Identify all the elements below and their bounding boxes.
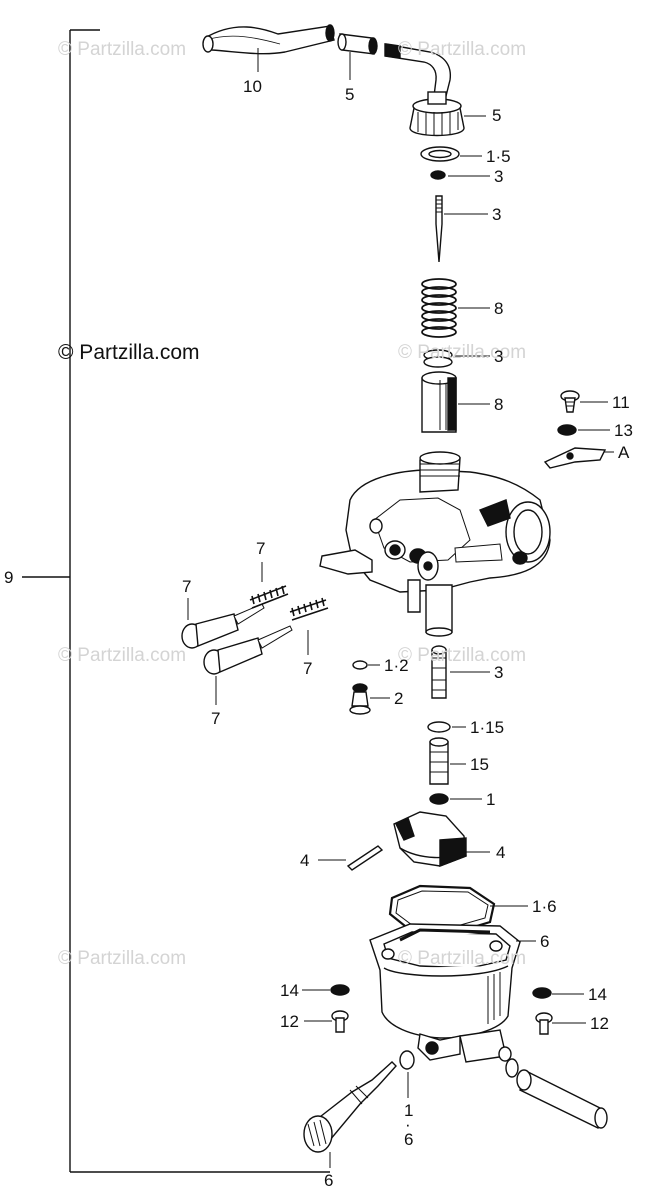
- watermark: © Partzilla.com: [398, 342, 527, 363]
- callout-6-drain-oring: 6: [404, 1130, 414, 1149]
- throttle-slide: [421, 371, 457, 433]
- callout-1-oring: 1: [486, 790, 496, 809]
- callout-2: 2: [394, 689, 404, 708]
- callout-4-float: 4: [496, 843, 506, 862]
- callout-1-5: 1·5: [486, 147, 511, 166]
- leader-lines: [187, 48, 614, 1168]
- watermark-main: © Partzilla.com: [58, 341, 200, 364]
- pilot-jet: [349, 683, 371, 715]
- callout-1-2: 1·2: [384, 656, 409, 675]
- callout-3-clip: 3: [494, 167, 504, 186]
- callout-15: 15: [470, 755, 489, 774]
- bowl-screw-right: [535, 1012, 553, 1035]
- bowl-screw-left: [331, 1010, 349, 1033]
- float-pin: [346, 845, 384, 871]
- callout-7-spring-top: 7: [256, 539, 266, 558]
- watermark: © Partzilla.com: [398, 39, 527, 60]
- callout-7-screw-bottom: 7: [211, 709, 221, 728]
- callout-1-15: 1·15: [470, 718, 505, 737]
- cable-clip-A: [543, 447, 607, 469]
- callout-A: A: [618, 443, 630, 462]
- callout-6-bowl: 6: [540, 932, 550, 951]
- callout-6-drain: 6: [324, 1171, 334, 1190]
- callout-13: 13: [614, 421, 633, 440]
- watermark: © Partzilla.com: [398, 645, 527, 666]
- needle-clip: [430, 170, 446, 180]
- callout-1-6: 1·6: [532, 897, 557, 916]
- watermark: © Partzilla.com: [58, 39, 187, 60]
- pilot-screw-spring-upper: [249, 585, 289, 609]
- main-jet: [429, 737, 449, 785]
- callout-12-right: 12: [590, 1014, 609, 1033]
- callout-8-spring: 8: [494, 299, 504, 318]
- jet-needle: [435, 195, 443, 263]
- callout-11: 11: [612, 393, 630, 412]
- callout-3-jet-holder: 3: [494, 663, 504, 682]
- clip-screw: [560, 390, 580, 413]
- watermark: © Partzilla.com: [58, 948, 187, 969]
- cap-gasket: [420, 146, 460, 162]
- hose-collar: [337, 33, 378, 55]
- needle-jet-holder: [431, 645, 447, 699]
- callout-12-left: 12: [280, 1012, 299, 1031]
- callout-10: 10: [243, 77, 262, 96]
- callout-14-left: 14: [280, 981, 299, 1000]
- pilot-screw-upper: [181, 603, 265, 649]
- assembly-bracket: [22, 29, 330, 1173]
- callout-4-pin: 4: [300, 851, 310, 870]
- needle-retainer: [423, 349, 453, 368]
- jet-holder-oring: [427, 721, 451, 733]
- float-bowl: [369, 923, 521, 1063]
- throttle-spring: [421, 278, 457, 338]
- pilot-screw-lower: [203, 625, 293, 675]
- float: [393, 811, 467, 868]
- small-oring: [352, 660, 368, 670]
- callout-5-cap: 5: [492, 106, 502, 125]
- carburetor-body: [319, 451, 551, 637]
- overflow-tube: [505, 1058, 608, 1129]
- watermark: © Partzilla.com: [58, 645, 187, 666]
- callout-drain-dot: ·: [405, 1115, 411, 1134]
- callout-9: 9: [4, 568, 14, 587]
- callout-14-right: 14: [588, 985, 607, 1004]
- pilot-screw-spring-lower: [289, 597, 329, 621]
- float-bowl-gasket: [388, 884, 496, 936]
- watermark: © Partzilla.com: [398, 948, 527, 969]
- callout-3-retainer: 3: [494, 347, 504, 366]
- callout-1-drain: 1: [404, 1101, 414, 1120]
- callout-7-screw-left: 7: [182, 577, 192, 596]
- clip-washer: [557, 424, 577, 436]
- callout-8-slide: 8: [494, 395, 504, 414]
- drain-screw: [303, 1061, 397, 1153]
- callout-5-collar: 5: [345, 85, 355, 104]
- callout-3-needle: 3: [492, 205, 502, 224]
- bowl-washer-left: [330, 984, 350, 996]
- top-cap: [409, 91, 465, 137]
- drain-screw-oring: [399, 1050, 415, 1070]
- callout-7-spring-mid: 7: [303, 659, 313, 678]
- fuel-hose: [202, 24, 335, 55]
- main-jet-oring: [429, 793, 449, 805]
- bowl-washer-right: [532, 987, 552, 999]
